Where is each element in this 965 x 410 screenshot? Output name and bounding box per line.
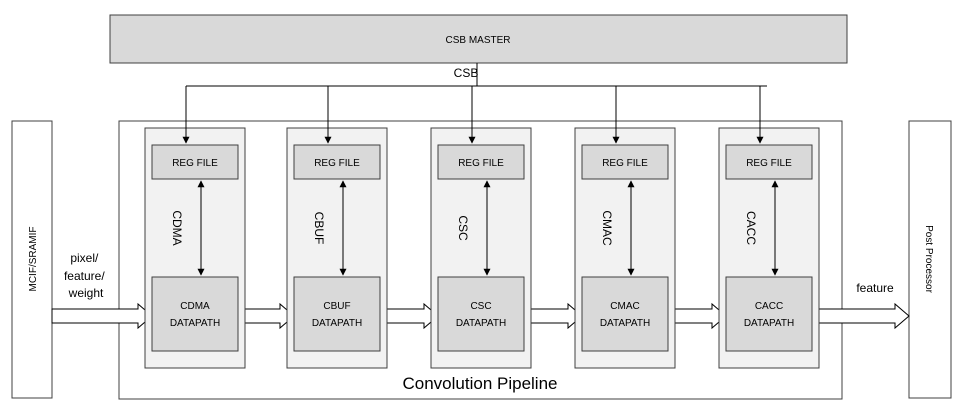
reg-file-label-cacc: REG FILE [746, 158, 792, 169]
reg-file-block-cmac [581, 144, 669, 180]
reg-file-block-csc [437, 144, 525, 180]
stage-name-cmac: CMAC [600, 210, 614, 246]
reg-file-label-cmac: REG FILE [602, 158, 648, 169]
left-interface-label: MCIF/SRAMIF [28, 227, 39, 292]
flow-arrow-output [811, 302, 910, 330]
datapath-block-cdma [151, 276, 239, 352]
reg-file-block-cacc [725, 144, 813, 180]
reg-file-block-cdma [151, 144, 239, 180]
stage-name-cdma: CDMA [170, 210, 184, 245]
reg-file-block-cbuf [293, 144, 381, 180]
csb-master-label: CSB MASTER [445, 35, 510, 46]
input-label: pixel/ feature/ weight [64, 251, 108, 300]
datapath-block-cbuf [293, 276, 381, 352]
stage-name-cbuf: CBUF [312, 212, 326, 245]
reg-file-label-cdma: REG FILE [172, 158, 218, 169]
stage-name-cacc: CACC [744, 211, 758, 245]
datapath-block-cmac [581, 276, 669, 352]
reg-file-label-cbuf: REG FILE [314, 158, 360, 169]
right-interface-label: Post Processor [923, 225, 934, 293]
csb-master-block [109, 14, 848, 64]
left-interface-block [11, 120, 53, 399]
output-label: feature [856, 281, 894, 295]
reg-file-label-csc: REG FILE [458, 158, 504, 169]
data-flow-arrows [51, 302, 910, 330]
right-interface-block [908, 120, 952, 399]
pipeline-title: Convolution Pipeline [403, 374, 558, 393]
datapath-block-cacc [725, 276, 813, 352]
stage-name-csc: CSC [456, 215, 470, 241]
csb-bus-label: CSB [454, 66, 479, 80]
datapath-block-csc [437, 276, 525, 352]
